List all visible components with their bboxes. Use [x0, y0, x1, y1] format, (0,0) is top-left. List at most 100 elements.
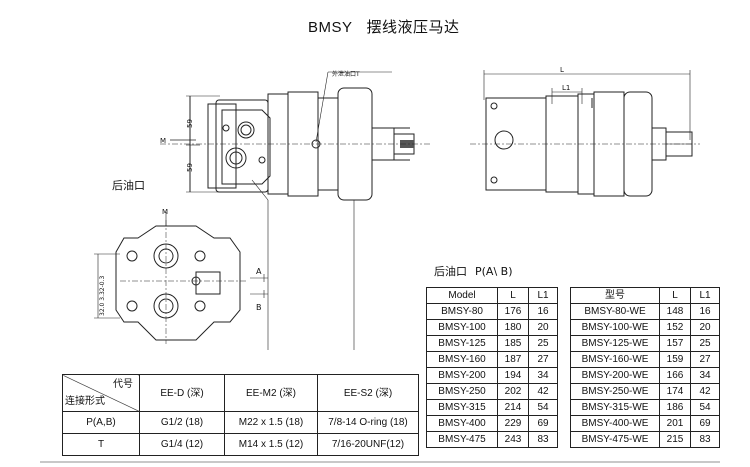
cell-model: BMSY-400	[426, 415, 498, 432]
dim-vert-label: 32.0 3.32-0.3	[99, 275, 106, 316]
header-ee-d: EE-D (深)	[139, 374, 225, 412]
header-L1: L1	[528, 287, 558, 304]
header-model: Model	[426, 287, 498, 304]
cell-model: BMSY-80	[426, 303, 498, 320]
cell-port: T	[62, 433, 140, 456]
cell-L1: 34	[528, 367, 558, 384]
cell-L1: 20	[528, 319, 558, 336]
cell-model: BMSY-250	[426, 383, 498, 400]
drain-port-label: 外泄油口T	[332, 70, 360, 78]
cell-L1: 69	[528, 415, 558, 432]
cell-L: 148	[659, 303, 691, 320]
cell-L: 229	[497, 415, 529, 432]
label-B: B	[256, 303, 262, 312]
dim-59b-label: 59	[186, 163, 194, 172]
header-model: 型号	[570, 287, 660, 304]
cell-L: 174	[659, 383, 691, 400]
cell-L1: 25	[690, 335, 720, 352]
cell-model: BMSY-100	[426, 319, 498, 336]
cell-L1: 34	[690, 367, 720, 384]
table-header-row: 型号 L L1	[570, 287, 720, 304]
cell-L: 187	[497, 351, 529, 368]
cell-ee-s2: 7/8-14 O-ring (18)	[317, 411, 419, 434]
side-view	[470, 70, 700, 197]
cell-L: 201	[659, 415, 691, 432]
cell-model: BMSY-315-WE	[570, 399, 660, 416]
header-ee-m2: EE-M2 (深)	[224, 374, 318, 412]
cell-ee-m2: M22 x 1.5 (18)	[224, 411, 318, 434]
label-A: A	[256, 267, 262, 276]
connection-type-table: 代号 连接形式 EE-D (深) EE-M2 (深) EE-S2 (深) P(A…	[62, 374, 419, 456]
cell-model: BMSY-80-WE	[570, 303, 660, 320]
cell-model: BMSY-160-WE	[570, 351, 660, 368]
cell-ee-d: G1/4 (12)	[139, 433, 225, 456]
cell-model: BMSY-160	[426, 351, 498, 368]
corner-code-label: 代号	[113, 379, 133, 390]
cell-L1: 54	[690, 399, 720, 416]
table-header-row: Model L L1	[426, 287, 558, 304]
cell-L: 159	[659, 351, 691, 368]
dim-M-front-label: M	[160, 137, 166, 145]
cell-L: 214	[497, 399, 529, 416]
cell-L: 152	[659, 319, 691, 336]
dim-L1-label: L1	[562, 84, 570, 92]
cell-model: BMSY-250-WE	[570, 383, 660, 400]
table-row: P(A,B) G1/2 (18) M22 x 1.5 (18) 7/8-14 O…	[62, 411, 419, 434]
cell-L: 243	[497, 431, 529, 448]
header-L1: L1	[690, 287, 720, 304]
cell-L: 157	[659, 335, 691, 352]
cell-model: BMSY-125-WE	[570, 335, 660, 352]
cell-L1: 42	[528, 383, 558, 400]
cell-model: BMSY-315	[426, 399, 498, 416]
cell-L1: 54	[528, 399, 558, 416]
cell-L1: 16	[690, 303, 720, 320]
dim-59a-label: 59	[186, 119, 194, 128]
corner-header: 代号 连接形式	[62, 374, 140, 412]
cell-port: P(A,B)	[62, 411, 140, 434]
table-header-row: 代号 连接形式 EE-D (深) EE-M2 (深) EE-S2 (深)	[62, 374, 419, 412]
cell-L: 180	[497, 319, 529, 336]
cell-L1: 69	[690, 415, 720, 432]
cell-L1: 27	[690, 351, 720, 368]
cell-L: 176	[497, 303, 529, 320]
cell-ee-s2: 7/16-20UNF(12)	[317, 433, 419, 456]
cell-L1: 83	[528, 431, 558, 448]
back-port-text: 后油口	[434, 265, 467, 278]
title-name: 摆线液压马达	[366, 18, 460, 36]
cell-L: 166	[659, 367, 691, 384]
header-L: L	[497, 287, 529, 304]
cell-model: BMSY-400-WE	[570, 415, 660, 432]
cell-L: 202	[497, 383, 529, 400]
cell-L1: 27	[528, 351, 558, 368]
dim-M-bottom-label: M	[162, 208, 168, 216]
table-row: T G1/4 (12) M14 x 1.5 (12) 7/16-20UNF(12…	[62, 433, 419, 456]
front-view	[160, 71, 430, 350]
cell-L1: 25	[528, 335, 558, 352]
cell-L: 185	[497, 335, 529, 352]
cell-model: BMSY-475-WE	[570, 431, 660, 448]
cell-model: BMSY-475	[426, 431, 498, 448]
back-port-label-front: 后油口	[112, 179, 145, 192]
rear-view	[94, 212, 268, 344]
cell-L: 194	[497, 367, 529, 384]
cell-model: BMSY-125	[426, 335, 498, 352]
header-L: L	[659, 287, 691, 304]
